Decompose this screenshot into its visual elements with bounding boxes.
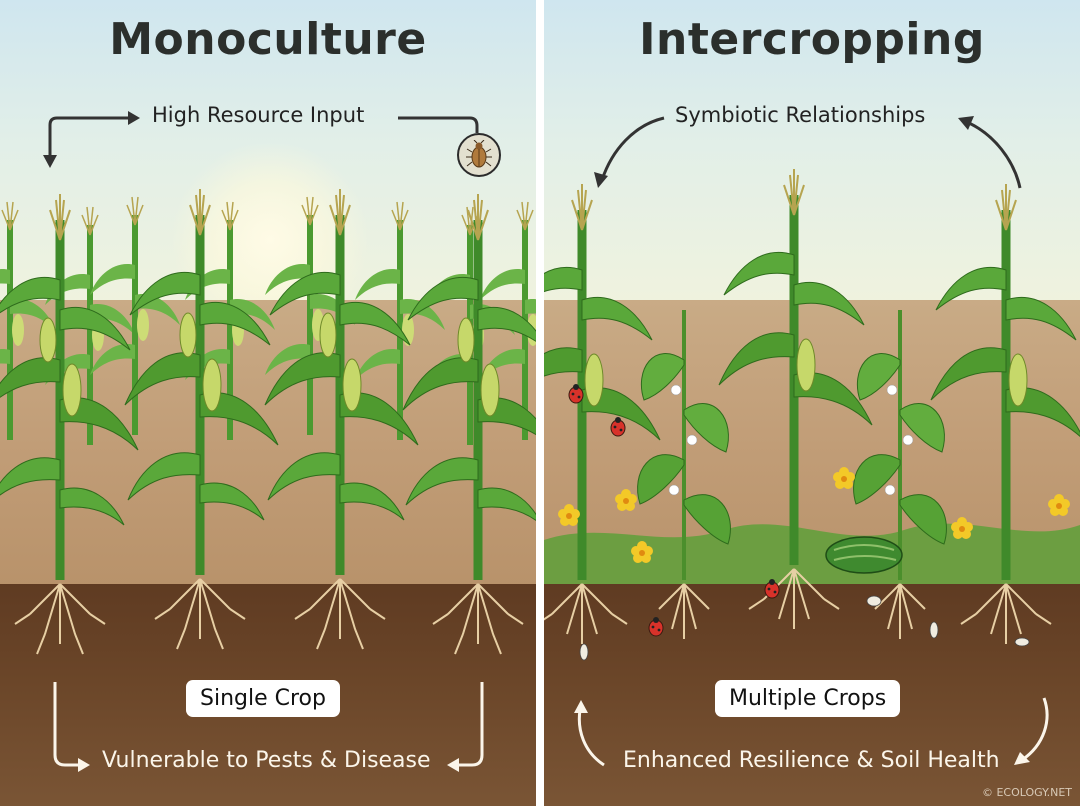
enhanced-resilience-label: Enhanced Resilience & Soil Health <box>623 748 1000 773</box>
intercrop-illustration <box>544 160 1080 661</box>
monoculture-panel: Monoculture High Resource Input Single C… <box>0 0 536 806</box>
single-crop-label: Single Crop <box>186 680 340 717</box>
vulnerable-label: Vulnerable to Pests & Disease <box>102 748 431 773</box>
corn-rows-illustration <box>0 160 536 680</box>
high-resource-input-label: High Resource Input <box>152 103 365 127</box>
intercropping-panel: Intercropping Symbiotic Relationships Mu… <box>544 0 1080 806</box>
beetle-icon <box>457 133 501 177</box>
copyright-label: © ECOLOGY.NET <box>981 786 1072 799</box>
multiple-crops-label: Multiple Crops <box>715 680 901 717</box>
panel-divider <box>536 0 544 806</box>
intercropping-title: Intercropping <box>639 14 985 65</box>
symbiotic-relationships-label: Symbiotic Relationships <box>675 103 926 127</box>
monoculture-title: Monoculture <box>109 14 427 65</box>
